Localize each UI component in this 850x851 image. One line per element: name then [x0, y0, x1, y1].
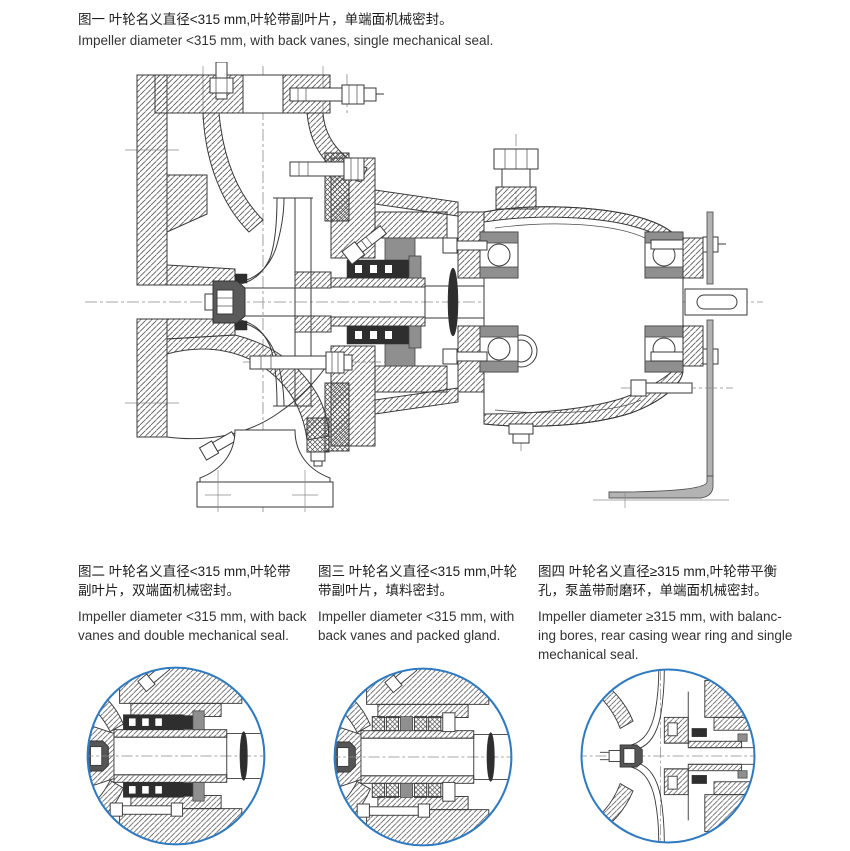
flange-horizontal-bolt: [289, 84, 384, 105]
figure3-caption-zh: 图三 叶轮名义直径<315 mm,叶轮 带副叶片，填料密封。: [318, 564, 518, 598]
packing-rings: [371, 712, 456, 802]
figure1-drawing: [85, 62, 765, 512]
figure4-detail: [576, 664, 760, 848]
balancing-bore: [667, 775, 678, 790]
flange-stud-bolt: [209, 62, 234, 100]
eye-wear-ring: [234, 320, 248, 331]
eye-wear-ring: [234, 273, 248, 284]
gland-follower: [408, 325, 422, 349]
figure1-caption: 图一 叶轮名义直径<315 mm,叶轮带副叶片，单端面机械密封。 Impelle…: [78, 10, 638, 50]
slinger-disc: [239, 731, 248, 781]
front-bearing: [479, 231, 519, 373]
shaft-sleeve: [330, 316, 426, 327]
wear-ring: [691, 775, 707, 784]
figure3-caption-en: Impeller diameter <315 mm, with back van…: [318, 609, 515, 643]
shaft-sleeve: [113, 729, 228, 738]
balancing-bore: [667, 722, 678, 737]
figure2-detail: [82, 662, 270, 850]
keyway: [696, 294, 738, 310]
figure1-caption-en: Impeller diameter <315 mm, with back van…: [78, 33, 494, 48]
coupling-end: [684, 288, 748, 316]
rear-bearing: [644, 231, 684, 373]
shaft-sleeve: [360, 730, 475, 739]
figure3-caption: 图三 叶轮名义直径<315 mm,叶轮 带副叶片，填料密封。 Impeller …: [318, 562, 532, 645]
detail-circle-border: [333, 667, 513, 847]
bearing-housing: [457, 206, 684, 444]
impeller-nut: [204, 280, 246, 324]
figure4-caption: 图四 叶轮名义直径≥315 mm,叶轮带平衡 孔，泵盖带耐磨环，单端面机械密封。…: [538, 562, 794, 664]
oil-filler-cap: [493, 148, 539, 210]
gland-bolt: [341, 225, 388, 266]
rear-bearing-cover: [682, 237, 704, 367]
figure3-detail: [329, 663, 517, 851]
balanced-impeller-detail: [580, 668, 756, 844]
figure2-caption: 图二 叶轮名义直径<315 mm,叶轮带 副叶片，双端面机械密封。 Impell…: [78, 562, 315, 645]
packed-gland-detail: [333, 667, 513, 847]
shaft-sleeve: [687, 740, 743, 749]
impeller-nut: [599, 744, 643, 768]
detail-circle-border: [86, 666, 266, 846]
figure4-caption-en: Impeller diameter ≥315 mm, with balanc- …: [538, 609, 793, 662]
figure2-caption-en: Impeller diameter <315 mm, with back van…: [78, 609, 307, 643]
wear-ring: [691, 728, 707, 737]
support-foot: [593, 211, 733, 508]
gland-follower: [408, 255, 422, 279]
figure2-caption-zh: 图二 叶轮名义直径<315 mm,叶轮带 副叶片，双端面机械密封。: [78, 564, 291, 598]
figure4-caption-zh: 图四 叶轮名义直径≥315 mm,叶轮带平衡 孔，泵盖带耐磨环，单端面机械密封。: [538, 564, 778, 598]
detail-circle-border: [580, 668, 756, 844]
slinger-disc: [447, 267, 459, 337]
casing-drain-plug: [198, 430, 238, 461]
mechanical-seal: [346, 237, 422, 367]
figure1-caption-zh: 图一 叶轮名义直径<315 mm,叶轮带副叶片，单端面机械密封。: [78, 12, 453, 27]
double-mechanical-seal-detail: [86, 666, 266, 846]
slinger-disc: [486, 732, 495, 782]
cover-stud-bolt: [289, 157, 365, 181]
cover-foot: [306, 417, 330, 467]
pump-cross-section-drawing: [85, 62, 763, 512]
impeller: [234, 197, 332, 407]
gland-follower: [442, 712, 456, 733]
pump-foot-pedestal: [196, 429, 334, 512]
shaft-sleeve: [330, 277, 426, 288]
oil-drain-plug: [508, 423, 534, 435]
tie-bolt: [243, 351, 385, 374]
